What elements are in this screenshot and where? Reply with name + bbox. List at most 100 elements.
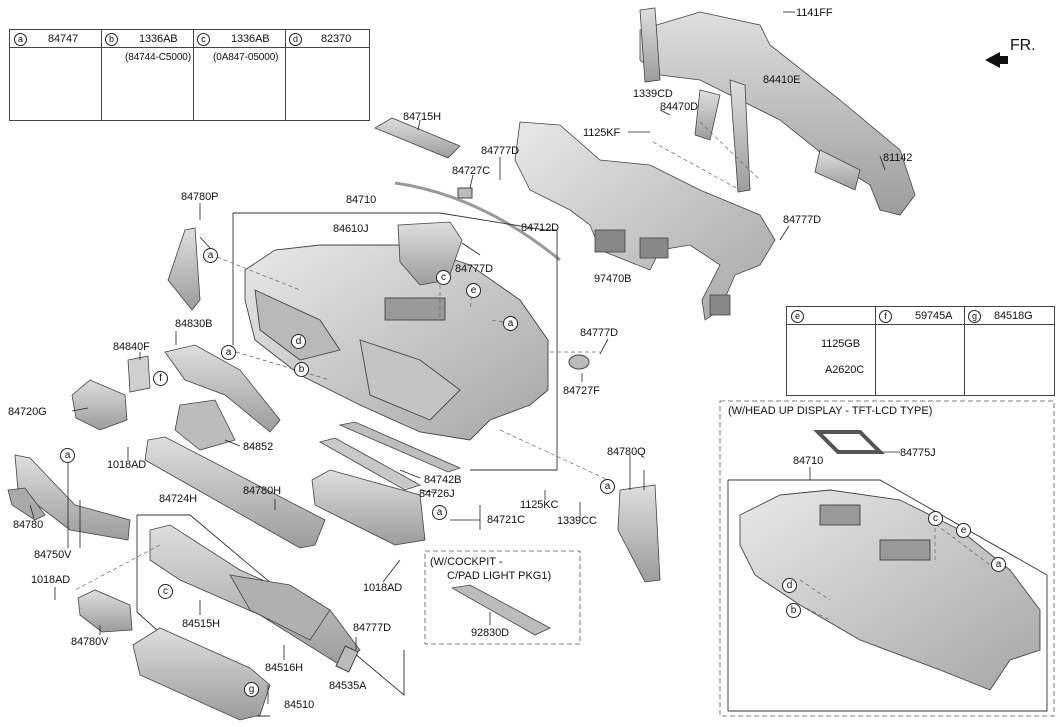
callout-a: a [991, 557, 1006, 572]
dashed-lines [74, 121, 991, 621]
garnish-84780H [144, 436, 326, 549]
part-label-84780: 84780 [13, 519, 44, 531]
part-label-1018AD-right: 1018AD [363, 582, 403, 594]
light-92830D [450, 584, 551, 636]
legend-letter-e: e [791, 310, 804, 323]
legend-letter-f: f [879, 310, 892, 323]
callout-f: f [153, 371, 168, 386]
legend-part-1336AB-b: 1336AB [139, 33, 178, 45]
part-label-84777D-top: 84777D [481, 145, 519, 157]
part-label-84775J: 84775J [900, 447, 936, 459]
part-label-81142: 81142 [883, 152, 913, 164]
part-label-84780P: 84780P [181, 191, 219, 203]
legend-header-row [10, 30, 369, 48]
part-label-84410E: 84410E [763, 74, 801, 86]
callout-c: c [158, 584, 173, 599]
legend-cell-d: d 82370 [285, 30, 369, 120]
part-label-1339CC: 1339CC [557, 515, 597, 527]
callout-a: a [60, 448, 75, 463]
part-label-84535A: 84535A [329, 680, 367, 692]
legend-part-59745A: 59745A [915, 310, 953, 322]
hud-crash-pad-84710 [739, 489, 1041, 691]
side-cover-84780P [167, 227, 201, 311]
callout-a: a [432, 505, 447, 520]
front-arrow-icon [985, 52, 1008, 68]
part-label-84516H: 84516H [265, 662, 303, 674]
trim-84726J [318, 437, 421, 491]
legend-sub-b: (84744-C5000) [125, 52, 191, 63]
hud-box-title: (W/HEAD UP DISPLAY - TFT-LCD TYPE) [728, 405, 933, 417]
part-label-84750V: 84750V [34, 549, 72, 561]
legend-letter-a: a [14, 33, 27, 46]
part-label-84712D: 84712D [521, 222, 559, 234]
legend-cell-f: f 59745A [875, 307, 965, 395]
legend-part-84747: 84747 [48, 33, 79, 45]
legend-letter-b: b [105, 33, 118, 46]
legend-part-84518G: 84518G [994, 310, 1033, 322]
part-label-1125KC: 1125KC [520, 499, 559, 511]
leader-lines [29, 11, 900, 704]
part-label-1018AD-left: 1018AD [107, 459, 147, 471]
part-label-84830B: 84830B [175, 318, 213, 330]
part-label-84780V: 84780V [71, 636, 109, 648]
part-label-1125KF: 1125KF [583, 127, 621, 139]
callout-e: e [956, 523, 971, 538]
legend-letter-g: g [968, 310, 981, 323]
part-label-84852: 84852 [243, 441, 274, 453]
legend-part-82370: 82370 [321, 33, 352, 45]
callout-e: e [466, 283, 481, 298]
lower-panel-84830B [164, 344, 281, 451]
part-label-92830D: 92830D [471, 627, 509, 639]
part-label-84721C: 84721C [487, 514, 525, 526]
callout-a: a [203, 248, 218, 263]
part-label-1141FF: 1141FF [796, 7, 833, 19]
part-label-84727F: 84727F [563, 385, 600, 397]
part-label-84840F: 84840F [113, 341, 150, 353]
part-label-84515H: 84515H [182, 618, 220, 630]
part-label-84777D-right: 84777D [783, 214, 821, 226]
legend-cell-c: c 1336AB (0A847-05000) [193, 30, 286, 120]
callout-b: b [786, 603, 801, 618]
part-label-84742B: 84742B [424, 474, 462, 486]
part-label-97470B: 97470B [594, 273, 632, 285]
panel-84715H [374, 117, 461, 159]
callout-a: a [221, 345, 236, 360]
callout-a: a [503, 316, 518, 331]
legend-cell-b: b 1336AB (84744-C5000) [101, 30, 194, 120]
bracket-84727C [457, 187, 473, 199]
part-label-84610J: 84610J [333, 223, 369, 235]
panel-84780 [7, 487, 46, 521]
part-label-1339CD: 1339CD [633, 88, 673, 100]
cowl-crossbar-assembly [639, 7, 916, 216]
part-label-84720G: 84720G [8, 406, 47, 418]
legend-part-A2620C: A2620C [825, 364, 865, 376]
callout-c: c [928, 511, 943, 526]
cockpit-box-title-1: (W/COCKPIT - [430, 556, 503, 568]
part-label-84710: 84710 [346, 194, 377, 206]
air-duct [514, 121, 776, 321]
part-label-84780Q: 84780Q [607, 446, 646, 458]
cockpit-box-title-2: C/PAD LIGHT PKG1) [447, 570, 552, 582]
callout-g: g [244, 682, 259, 697]
part-label-84777D-center: 84777D [580, 327, 618, 339]
part-label-84715H: 84715H [403, 111, 441, 123]
callout-d: d [291, 334, 306, 349]
callout-d: d [782, 578, 797, 593]
part-label-84726J: 84726J [419, 488, 455, 500]
part-label-84777D-bottom: 84777D [353, 622, 391, 634]
part-label-84510: 84510 [284, 699, 315, 711]
trim-84742B [338, 421, 462, 473]
cover-84720G [71, 379, 128, 431]
part-label-84470D: 84470D [660, 101, 698, 113]
callout-a: a [600, 479, 615, 494]
callout-c: c [436, 270, 451, 285]
glove-box-84510 [132, 627, 271, 721]
part-label-84727C: 84727C [452, 165, 490, 177]
part-label-84780H: 84780H [243, 485, 281, 497]
cap-84727F [568, 354, 590, 370]
cover-84780V [77, 589, 133, 633]
part-84535A [335, 645, 359, 673]
legend-cell-g: g 84518G [964, 307, 1054, 395]
legend-part-1125GB: 1125GB [821, 338, 860, 350]
